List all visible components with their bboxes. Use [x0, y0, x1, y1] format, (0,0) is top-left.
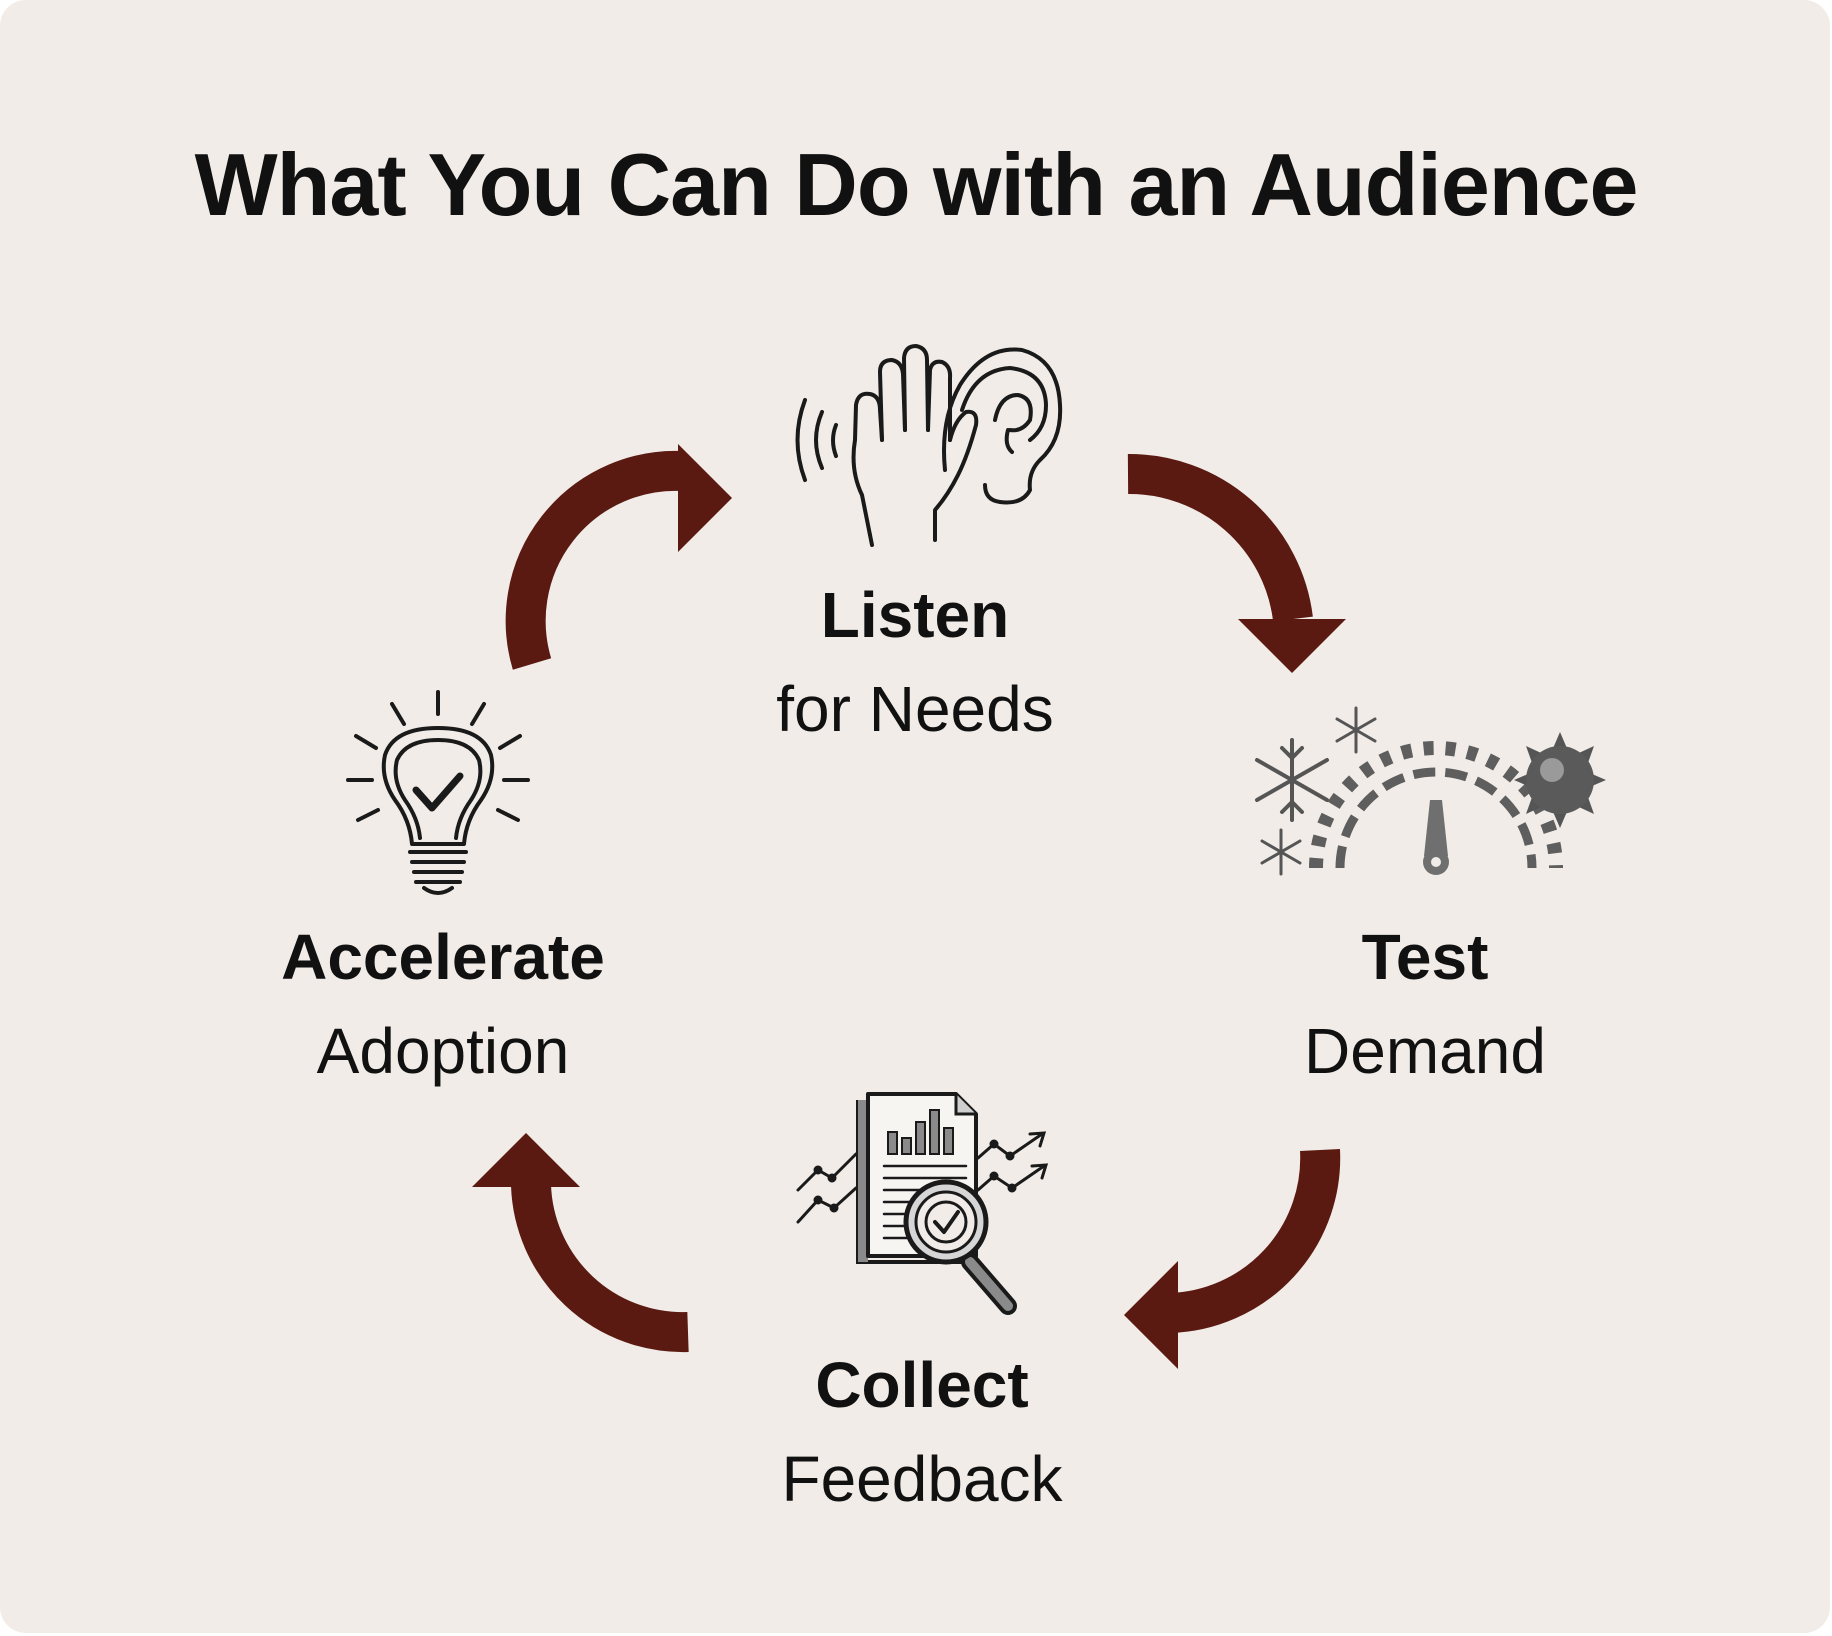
step-collect: Collect Feedback [662, 1350, 1182, 1514]
step-subtitle: for Needs [776, 673, 1054, 745]
cycle-arrows [472, 444, 1346, 1369]
step-title: Test [1361, 921, 1489, 993]
arrow-listen-to-test [1127, 453, 1346, 673]
sun-icon [1514, 732, 1606, 828]
arrow-test-to-collect [1124, 1148, 1341, 1369]
report-magnifier-icon [796, 1092, 1049, 1315]
step-title: Accelerate [281, 921, 605, 993]
listening-ear-hand-icon [795, 344, 1063, 547]
step-title: Collect [815, 1349, 1029, 1421]
step-subtitle: Demand [1304, 1015, 1546, 1087]
lightbulb-check-icon [346, 690, 530, 895]
step-accelerate: Accelerate Adoption [183, 922, 703, 1086]
snowflake-icon [1335, 706, 1377, 754]
snowflake-icon [1260, 828, 1302, 876]
step-subtitle: Feedback [781, 1443, 1063, 1515]
step-subtitle: Adoption [316, 1015, 570, 1087]
snowflake-icon [1255, 738, 1329, 822]
arrow-accelerate-to-listen [505, 444, 732, 670]
step-title: Listen [820, 579, 1010, 651]
step-test: Test Demand [1165, 922, 1685, 1086]
step-listen: Listen for Needs [655, 580, 1175, 744]
page-title: What You Can Do with an Audience [194, 135, 1639, 234]
arrow-collect-to-accelerate [472, 1133, 689, 1353]
temperature-gauge-icon [1255, 706, 1606, 876]
